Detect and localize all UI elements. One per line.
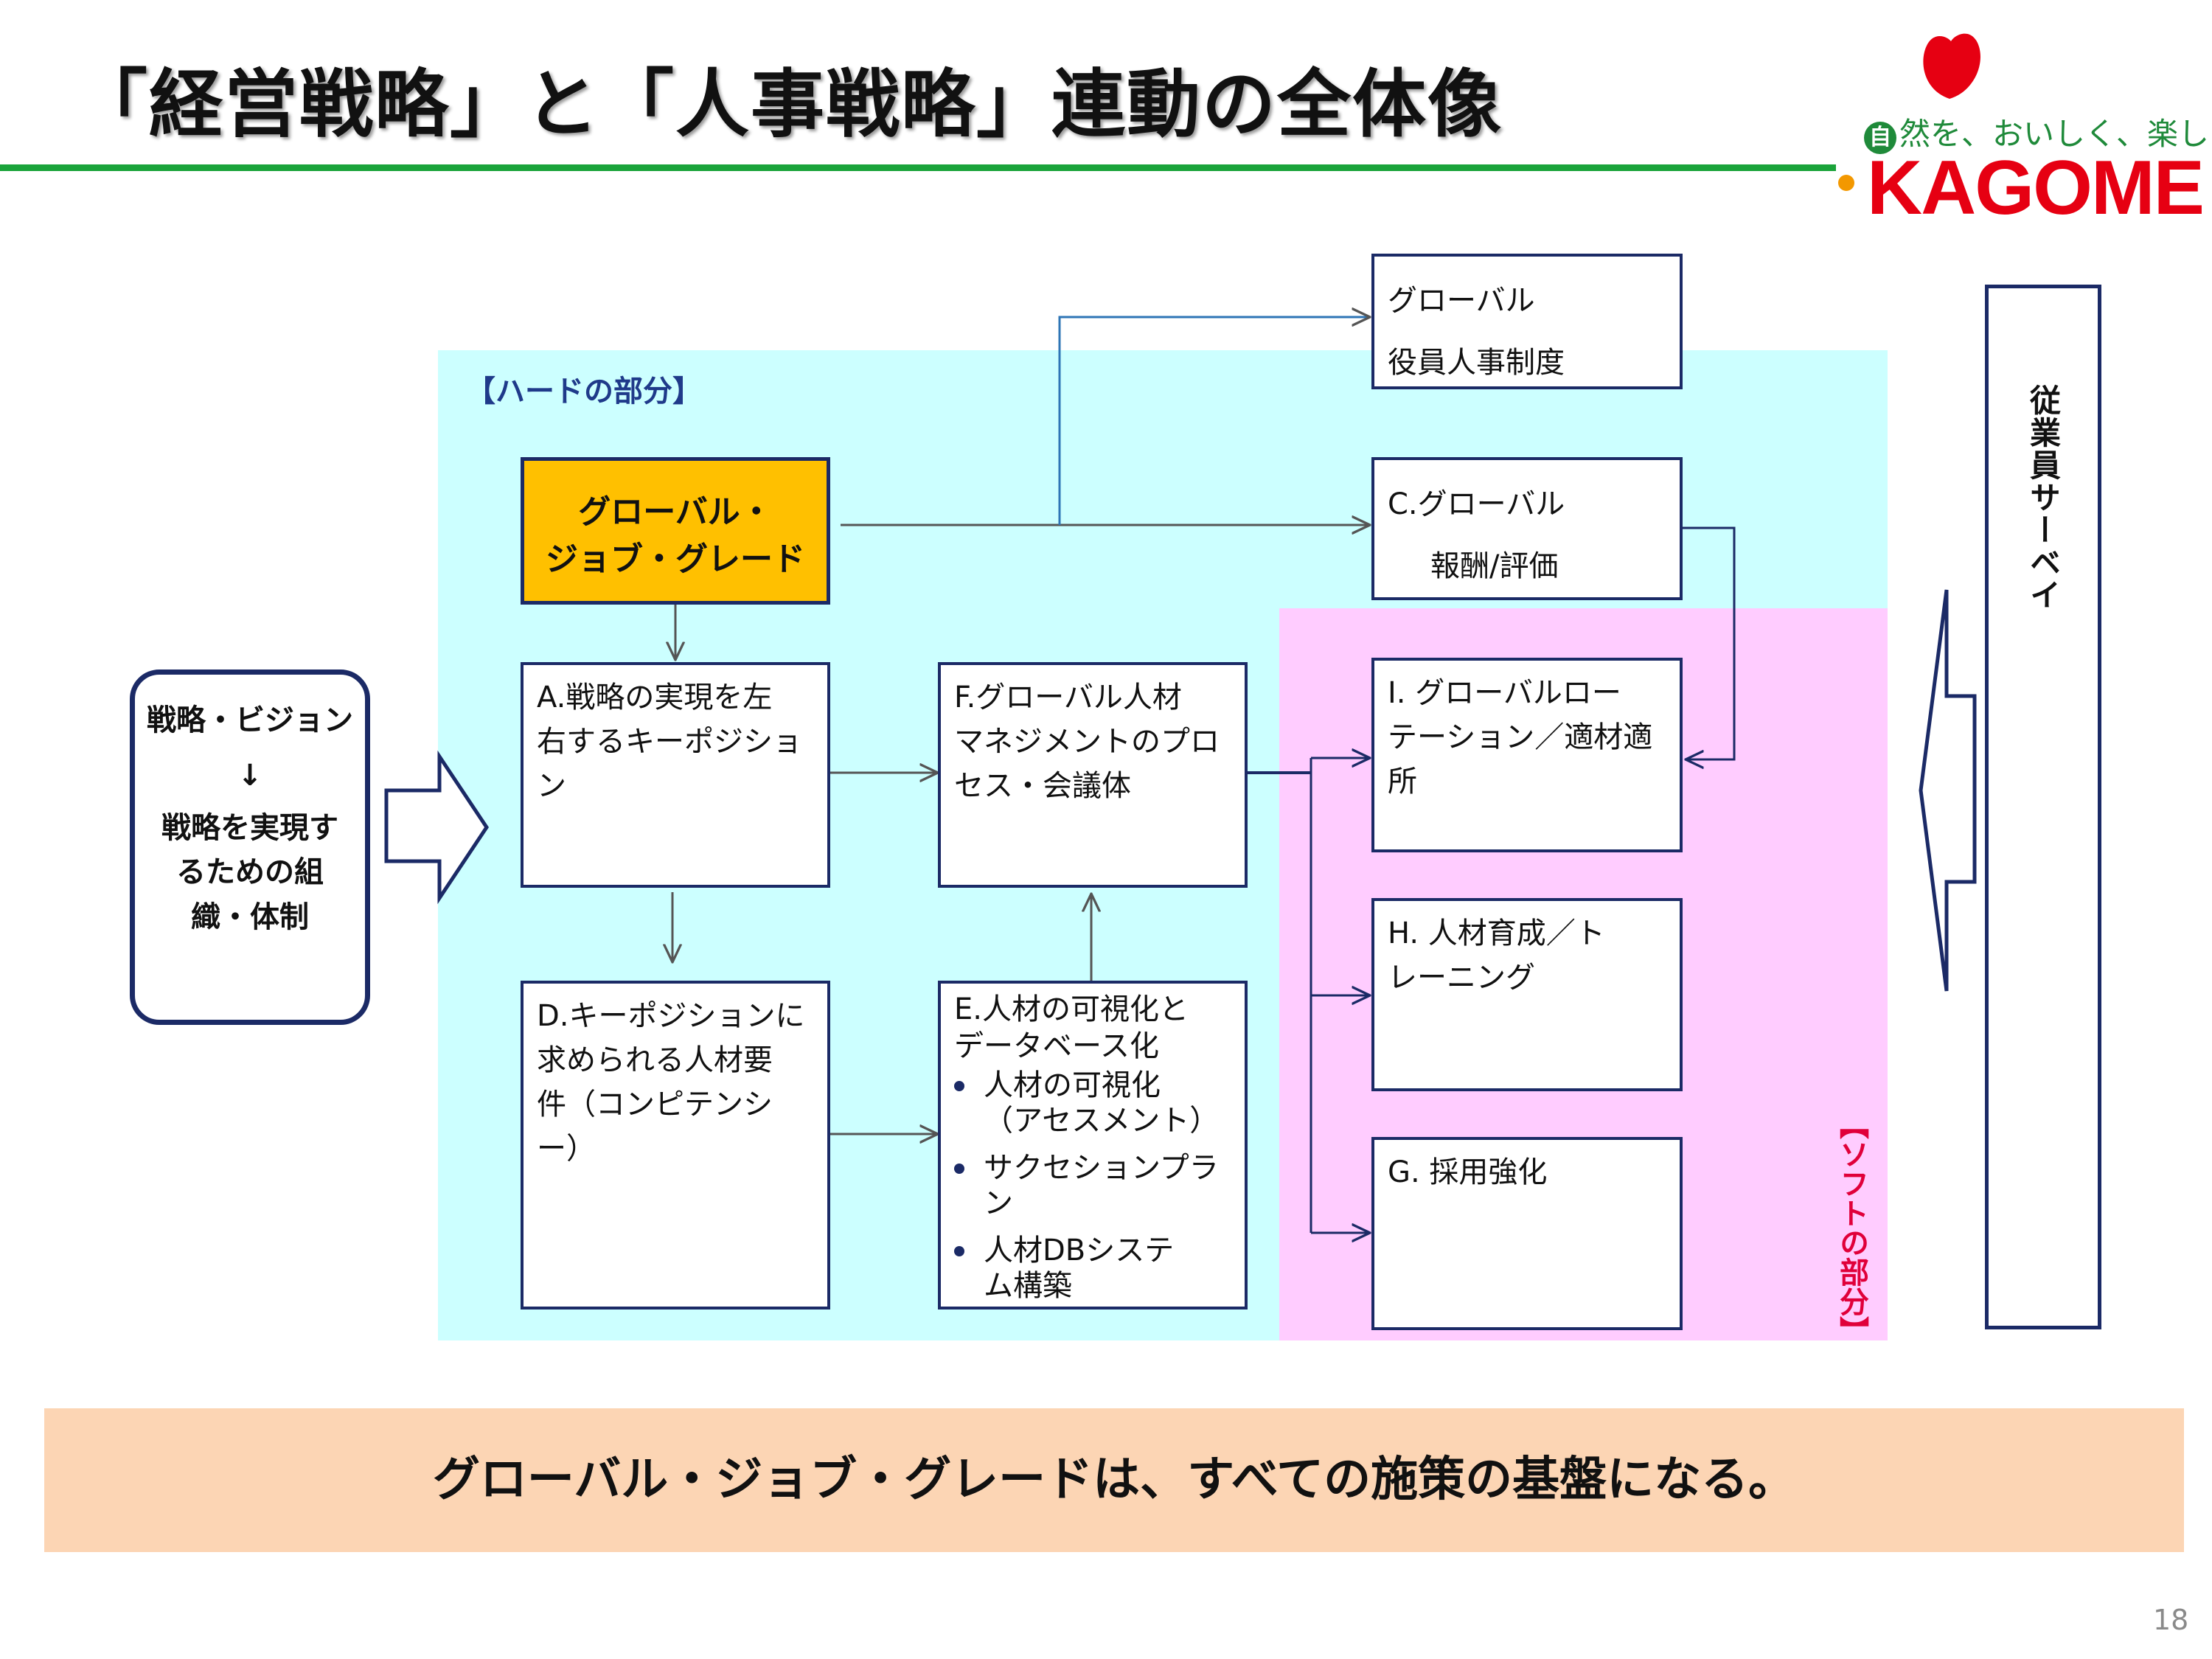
conclusion-banner: グローバル・ジョブ・グレードは、すべての施策の基盤になる。 xyxy=(44,1408,2184,1552)
slogan-mark: 自 xyxy=(1864,122,1896,154)
a-line1: A.戦略の実現を左 xyxy=(537,681,773,714)
h-line1: H. 人材育成／ト xyxy=(1388,917,1605,950)
i-line1: I. グローバルロー xyxy=(1388,676,1621,710)
e-bullet1-a: 人材の可視化 xyxy=(984,1068,1161,1102)
strategy-vision-line2: 戦略を実現す xyxy=(161,810,338,845)
e-bullet-list: 人材の可視化 （アセスメント） サクセションプラ ン 人材DBシステ ム構築 xyxy=(954,1068,1231,1304)
logo-dot-icon xyxy=(1838,175,1854,191)
strategy-vision-line4: 織・体制 xyxy=(191,900,309,935)
d-line2: 求められる人材要 xyxy=(537,1043,773,1077)
tomato-logo-icon xyxy=(1923,33,1980,99)
c-line2: 報酬/評価 xyxy=(1430,549,1559,583)
i-line3: 所 xyxy=(1388,765,1417,799)
executive-line2: 役員人事制度 xyxy=(1388,346,1565,380)
recruitment-box: G. 採用強化 xyxy=(1371,1137,1683,1330)
global-job-grade-box: グローバル・ ジョブ・グレード xyxy=(521,457,830,605)
h-line2: レーニング xyxy=(1388,961,1535,995)
e-bullet2-a: サクセションプラ xyxy=(984,1151,1219,1185)
list-item: 人材の可視化 （アセスメント） xyxy=(954,1068,1231,1138)
employee-survey-box: 従業員サーベイ xyxy=(1985,285,2101,1329)
global-executive-hr-box: グローバル 役員人事制度 xyxy=(1371,254,1683,389)
e-line2: データベース化 xyxy=(954,1029,1159,1063)
f-line1: F.グローバル人材 xyxy=(954,681,1182,714)
page-title: 「経営戦略」と「人事戦略」連動の全体像 xyxy=(74,61,1503,147)
global-rotation-box: I. グローバルロー テーション／適材適 所 xyxy=(1371,658,1683,852)
e-bullet1-b: （アセスメント） xyxy=(984,1104,1220,1138)
page-number: 18 xyxy=(2153,1604,2189,1636)
a-line2: 右するキーポジショ xyxy=(537,725,802,759)
e-line1: E.人材の可視化と xyxy=(954,992,1189,1026)
hard-region-label: 【ハードの部分】 xyxy=(466,375,702,408)
global-compensation-box: C.グローバル 報酬/評価 xyxy=(1371,457,1683,600)
d-line3: 件（コンピテンシー） xyxy=(537,1088,773,1166)
strategy-vision-box: 戦略・ビジョン ↓ 戦略を実現す るための組 織・体制 xyxy=(130,669,370,1025)
title-divider xyxy=(0,164,1836,171)
strategy-vision-line3: るための組 xyxy=(176,855,324,890)
job-grade-line1: グローバル・ xyxy=(578,493,773,531)
g-line1: G. 採用強化 xyxy=(1388,1155,1548,1189)
e-bullet3-b: ム構築 xyxy=(984,1269,1072,1303)
soft-region-label: 【ソフトの部分】 xyxy=(1834,1110,1868,1346)
e-bullet2-b: ン xyxy=(984,1186,1013,1220)
list-item: サクセションプラ ン xyxy=(954,1150,1231,1221)
list-item: 人材DBシステ ム構築 xyxy=(954,1233,1231,1304)
talent-development-box: H. 人材育成／ト レーニング xyxy=(1371,898,1683,1091)
talent-visualization-box: E.人材の可視化と データベース化 人材の可視化 （アセスメント） サクセション… xyxy=(938,981,1248,1310)
a-line3: ン xyxy=(537,769,566,803)
employee-survey-label: 従業員サーベイ xyxy=(2025,384,2062,611)
key-position-box: A.戦略の実現を左 右するキーポジショ ン xyxy=(521,662,830,888)
c-line1: C.グローバル xyxy=(1388,487,1565,521)
job-grade-line2: ジョブ・グレード xyxy=(546,540,805,578)
competency-box: D.キーポジションに 求められる人材要 件（コンピテンシー） xyxy=(521,981,830,1310)
slogan-text: 然を、おいしく、楽しく。 xyxy=(1899,116,2212,152)
block-arrow-right-icon xyxy=(384,750,490,905)
strategy-vision-line1: 戦略・ビジョン xyxy=(147,703,353,737)
executive-line1: グローバル xyxy=(1388,284,1535,318)
e-bullet3-a: 人材DBシステ xyxy=(984,1234,1175,1267)
talent-management-process-box: F.グローバル人材 マネジメントのプロ セス・会議体 xyxy=(938,662,1248,888)
block-arrow-left-icon xyxy=(1919,589,1977,992)
f-line3: セス・会議体 xyxy=(954,769,1131,803)
i-line2: テーション／適材適 xyxy=(1388,720,1653,754)
kagome-logo: KAGOME xyxy=(1867,145,2205,231)
d-line1: D.キーポジションに xyxy=(537,999,805,1033)
down-arrow: ↓ xyxy=(237,758,262,793)
kagome-slogan: 自然を、おいしく、楽しく。 xyxy=(1864,109,2212,154)
f-line2: マネジメントのプロ xyxy=(954,725,1220,759)
